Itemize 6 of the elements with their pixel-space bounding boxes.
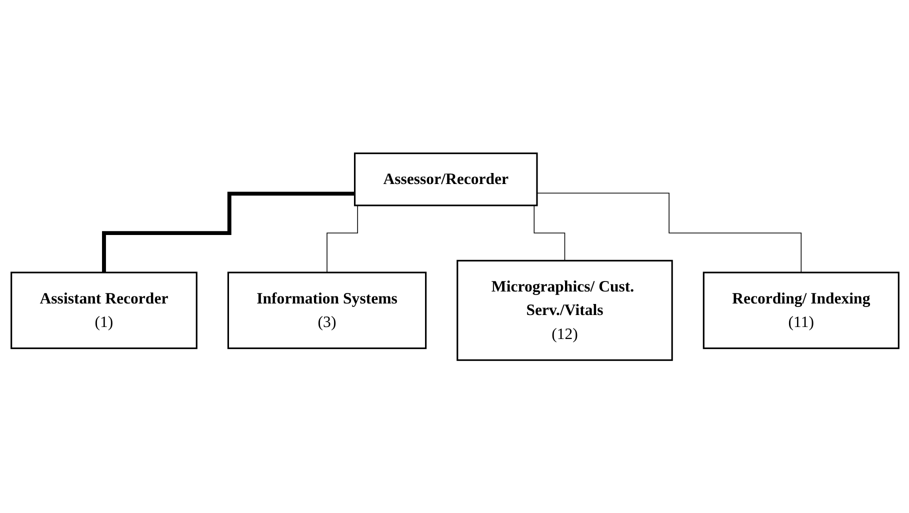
node-box: Micrographics/ Cust. Serv./Vitals (12)	[456, 260, 672, 361]
connector	[536, 192, 802, 273]
node-box: Assessor/Recorder	[353, 152, 538, 206]
node-box: Recording/ Indexing (11)	[702, 272, 899, 349]
node-box: Information Systems (3)	[226, 272, 426, 349]
node-box: Assistant Recorder (1)	[10, 272, 197, 349]
